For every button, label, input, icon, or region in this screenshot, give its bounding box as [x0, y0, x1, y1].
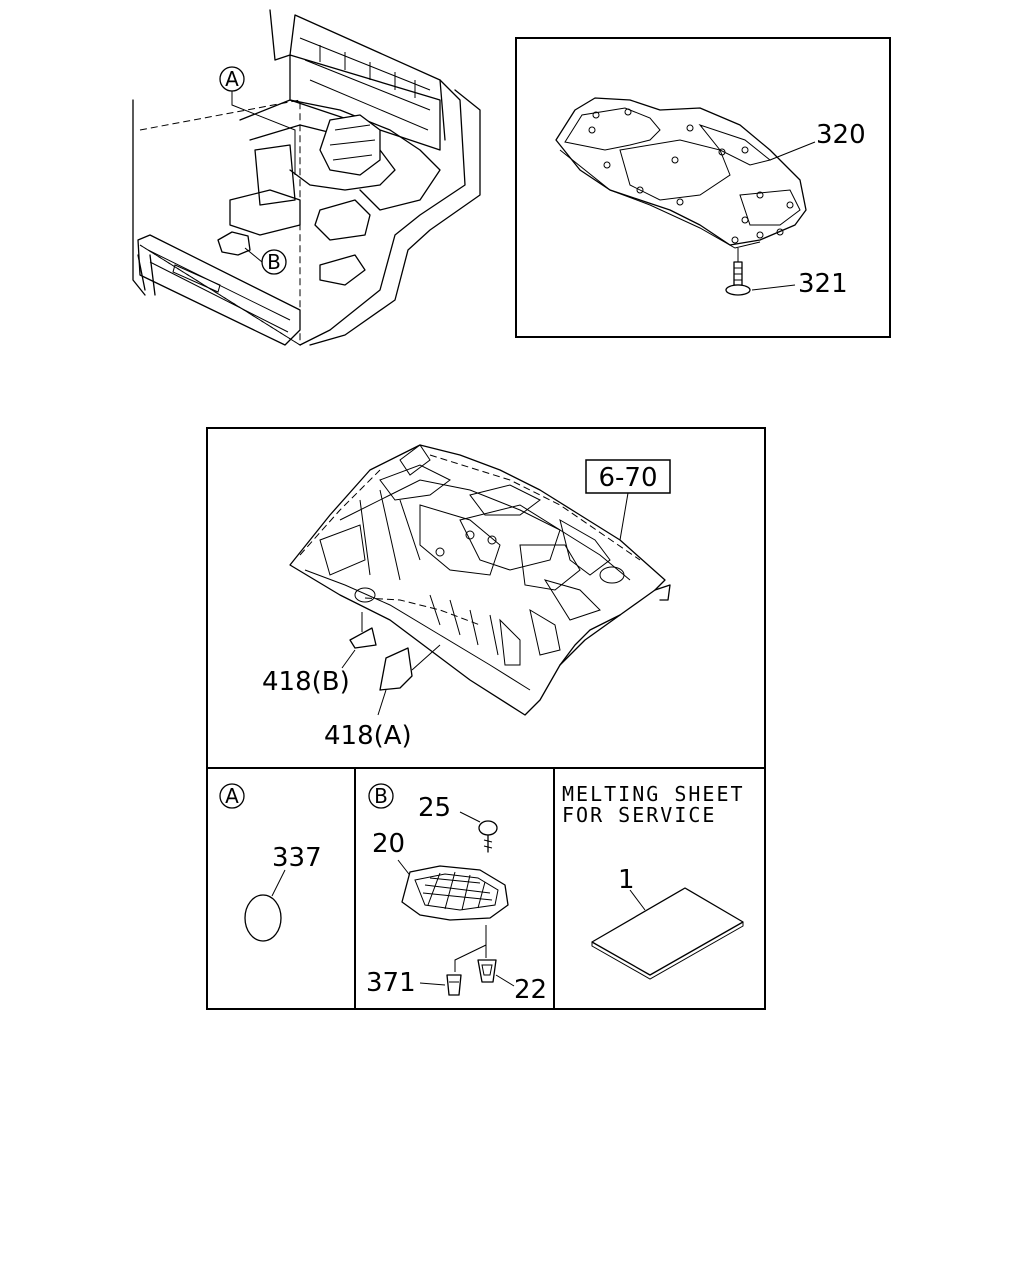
callout-b-label: B [267, 250, 281, 274]
part-418b-label: 418(B) [262, 667, 350, 697]
part-337-label: 337 [272, 843, 322, 873]
detail-b-panel: B 25 20 371 22 [366, 783, 547, 1005]
vehicle-floor-overview: A B [132, 9, 481, 346]
part-1-label: 1 [618, 865, 635, 895]
part-418a-label: 418(A) [324, 721, 412, 751]
melting-sheet-title-line2: FOR SERVICE [562, 803, 716, 827]
part-25-label: 25 [418, 793, 451, 823]
part-321-label: 321 [798, 269, 848, 299]
part-371-label: 371 [366, 968, 416, 998]
melting-sheet-title-line1: MELTING SHEET [562, 782, 745, 806]
callout-a-label: A [225, 67, 239, 91]
melting-sheet-panel: MELTING SHEET FOR SERVICE 1 [562, 782, 745, 980]
ref-box-6-70: 6-70 [598, 463, 657, 493]
detail-a-panel: A 337 [219, 783, 322, 942]
part-20-label: 20 [372, 829, 405, 859]
insulator-panel: 320 321 [515, 37, 891, 338]
detail-b-callout: B [374, 784, 388, 808]
part-22-label: 22 [514, 975, 547, 1005]
detail-a-callout: A [225, 784, 239, 808]
part-320-label: 320 [816, 120, 866, 150]
floor-panel-assembly: 6-70 418(B) 418(A) [206, 427, 766, 1010]
